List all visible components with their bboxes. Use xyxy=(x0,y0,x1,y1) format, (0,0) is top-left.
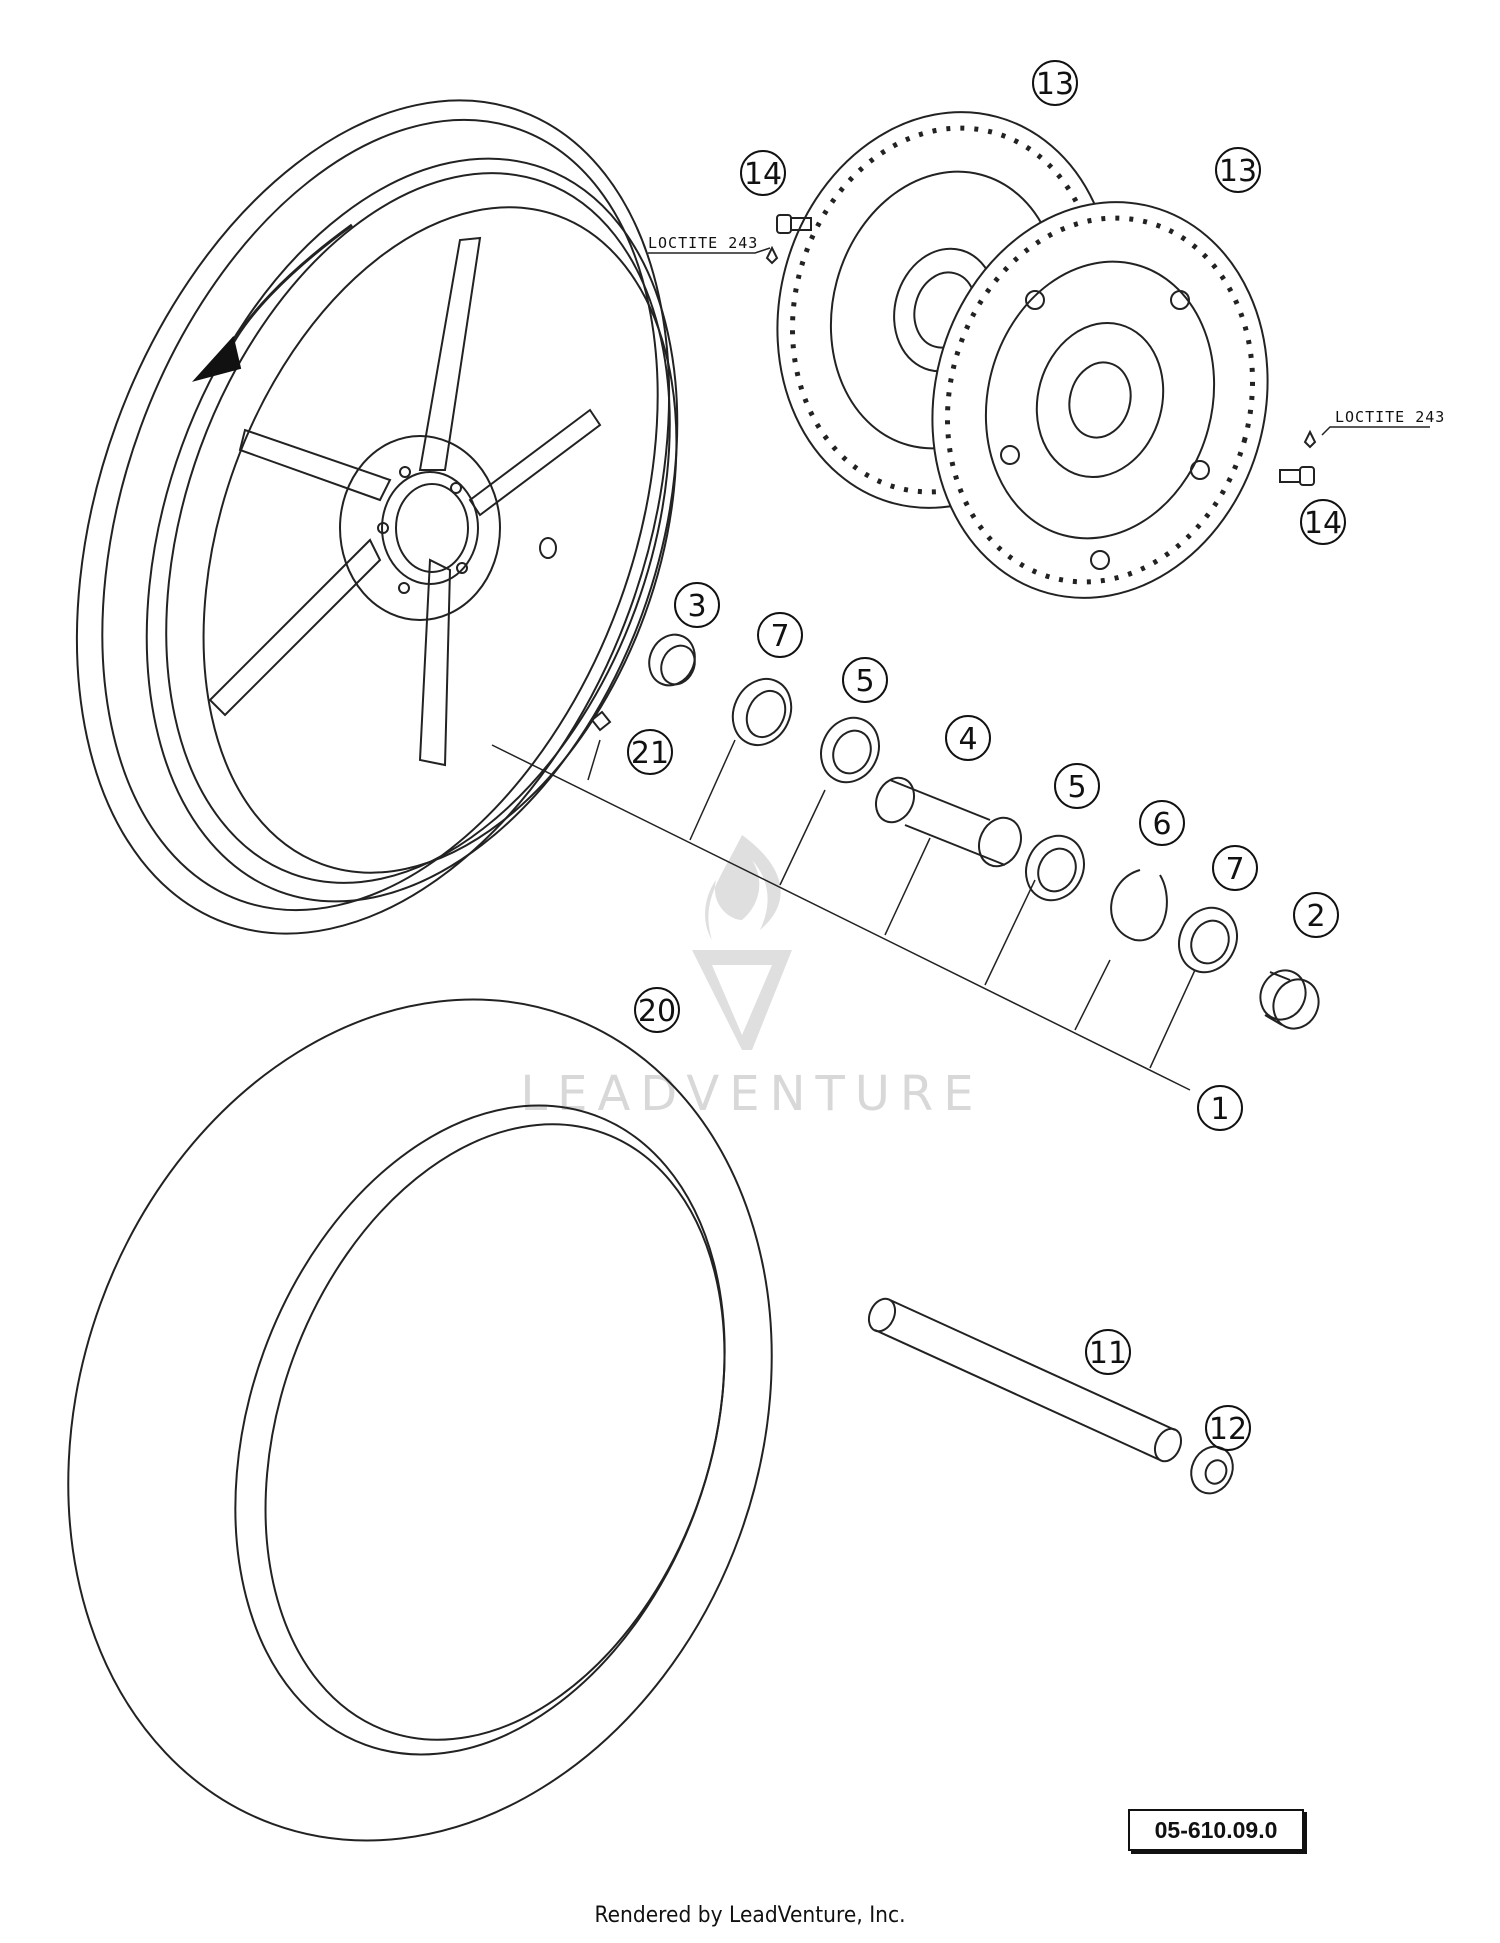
callout-label: 6 xyxy=(1152,807,1171,842)
callout-label: 5 xyxy=(1067,770,1086,805)
callouts xyxy=(627,60,1346,1451)
callout-label: 21 xyxy=(631,736,669,771)
callout-14-b xyxy=(1300,499,1346,545)
callout-label: 7 xyxy=(1225,852,1244,887)
callout-6 xyxy=(1139,800,1185,846)
callout-label: 7 xyxy=(770,619,789,654)
callout-label: 2 xyxy=(1306,899,1325,934)
watermark-flame-icon xyxy=(705,835,781,940)
callout-7-a xyxy=(757,612,803,658)
callout-label: 13 xyxy=(1036,67,1074,102)
callout-label: 1 xyxy=(1210,1092,1229,1127)
wheel-rim xyxy=(75,99,679,935)
disc-bolt-lower xyxy=(1279,429,1317,486)
callout-labels: 13 13 14 14 3 7 5 4 5 6 7 2 21 20 1 11 1… xyxy=(631,67,1342,1447)
callout-2 xyxy=(1293,892,1339,938)
callout-4 xyxy=(945,715,991,761)
callout-5-a xyxy=(842,657,888,703)
callout-13-b xyxy=(1215,147,1261,193)
leader-lines xyxy=(491,247,1430,1091)
callout-20 xyxy=(634,987,680,1033)
footer-credit: Rendered by LeadVenture, Inc. xyxy=(594,1903,906,1928)
callout-label: 3 xyxy=(687,589,706,624)
callout-label: 11 xyxy=(1089,1336,1127,1371)
callout-13-a xyxy=(1032,60,1078,106)
wheel-axle xyxy=(867,1297,1234,1495)
loctite-note-upper: LOCTITE 243 xyxy=(648,234,758,252)
hub-parts xyxy=(590,633,1320,1030)
callout-11 xyxy=(1085,1329,1131,1375)
callout-1 xyxy=(1197,1085,1243,1131)
callout-3 xyxy=(674,582,720,628)
watermark: LEADVENTURE xyxy=(520,835,983,1122)
callout-7-b xyxy=(1212,845,1258,891)
callout-label: 12 xyxy=(1209,1412,1247,1447)
callout-label: 14 xyxy=(1304,506,1342,541)
loctite-note-lower: LOCTITE 243 xyxy=(1335,408,1445,426)
callout-label: 13 xyxy=(1219,154,1257,189)
callout-label: 14 xyxy=(744,157,782,192)
watermark-text: LEADVENTURE xyxy=(520,1066,983,1122)
watermark-v-icon xyxy=(692,950,792,1050)
callout-label: 5 xyxy=(855,664,874,699)
disc-bolt-upper xyxy=(765,214,812,265)
diagram-reference-code: 05-610.09.0 xyxy=(1128,1809,1304,1851)
tire xyxy=(67,998,773,1842)
brake-disc-front xyxy=(931,201,1269,599)
callout-label: 4 xyxy=(958,722,977,757)
callout-12 xyxy=(1205,1405,1251,1451)
callout-14-a xyxy=(740,150,786,196)
rotation-arrow-icon xyxy=(191,335,242,382)
callout-21 xyxy=(627,729,673,775)
callout-label: 20 xyxy=(638,994,676,1029)
callout-5-b xyxy=(1054,763,1100,809)
